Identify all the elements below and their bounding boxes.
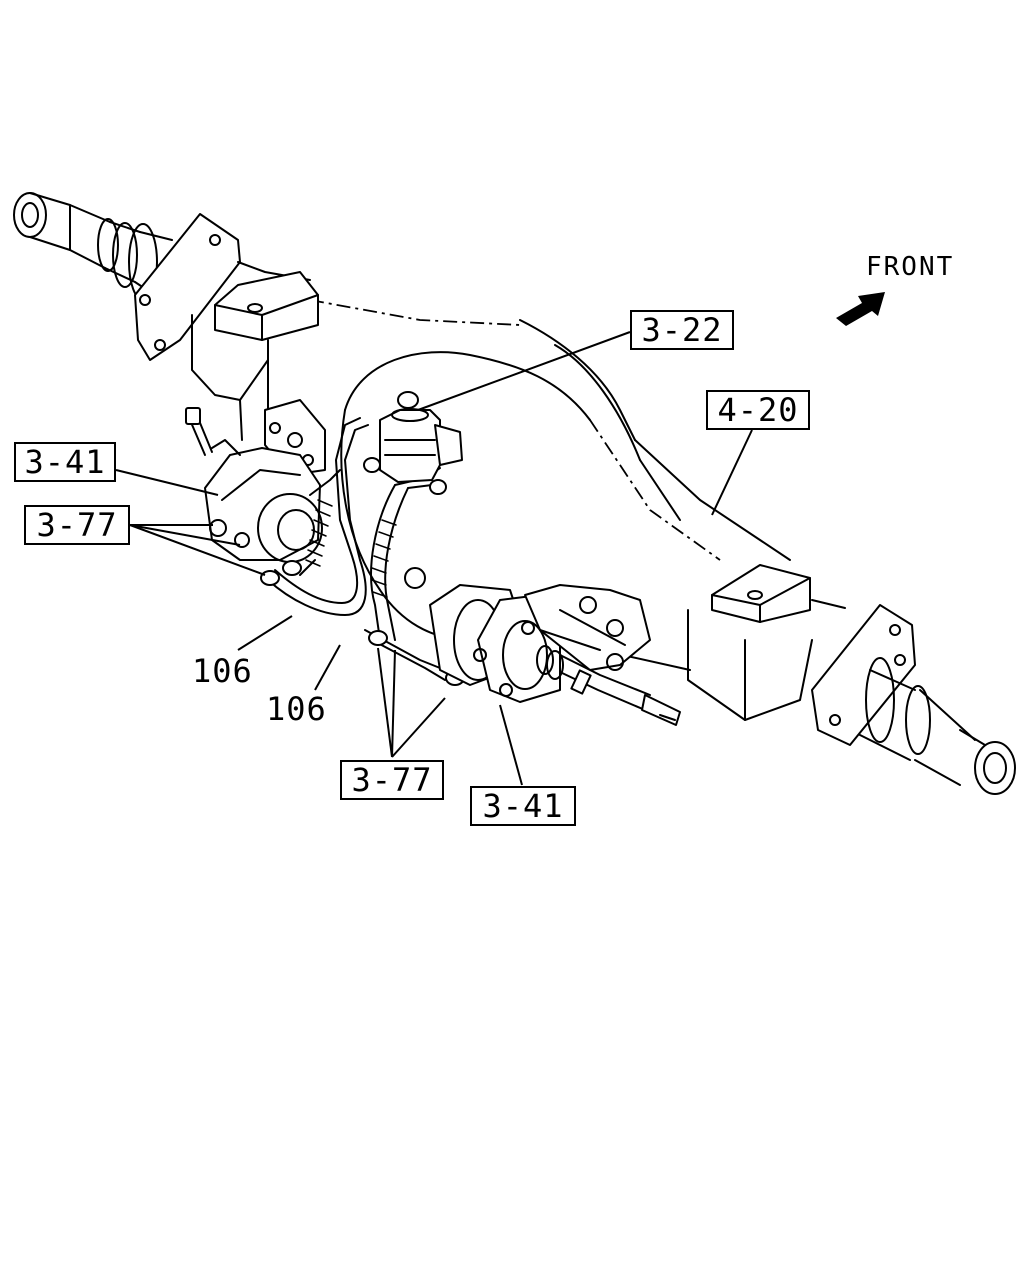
axle-housing [191,261,846,721]
front-direction-label: FRONT [866,252,955,282]
callout-4-20: 4-20 [706,390,810,430]
callout-3-77-lower: 3-77 [340,760,444,800]
arrow-front-icon [836,292,885,326]
leader-lines [115,331,753,786]
left-brake-chamber [185,407,323,563]
callout-3-22: 3-22 [630,310,734,350]
right-flange-plate [811,604,916,746]
left-axle-spindle [13,192,173,303]
left-flange-plate [134,213,241,361]
callout-3-41-right: 3-41 [470,786,576,826]
right-axle-spindle [859,657,1016,795]
callout-3-41-left: 3-41 [14,442,116,482]
label-106-upper: 106 [192,652,253,690]
label-106-lower: 106 [266,690,327,728]
callout-3-77-left: 3-77 [24,505,130,545]
relay-valve [363,391,463,589]
right-bracket [521,584,651,671]
